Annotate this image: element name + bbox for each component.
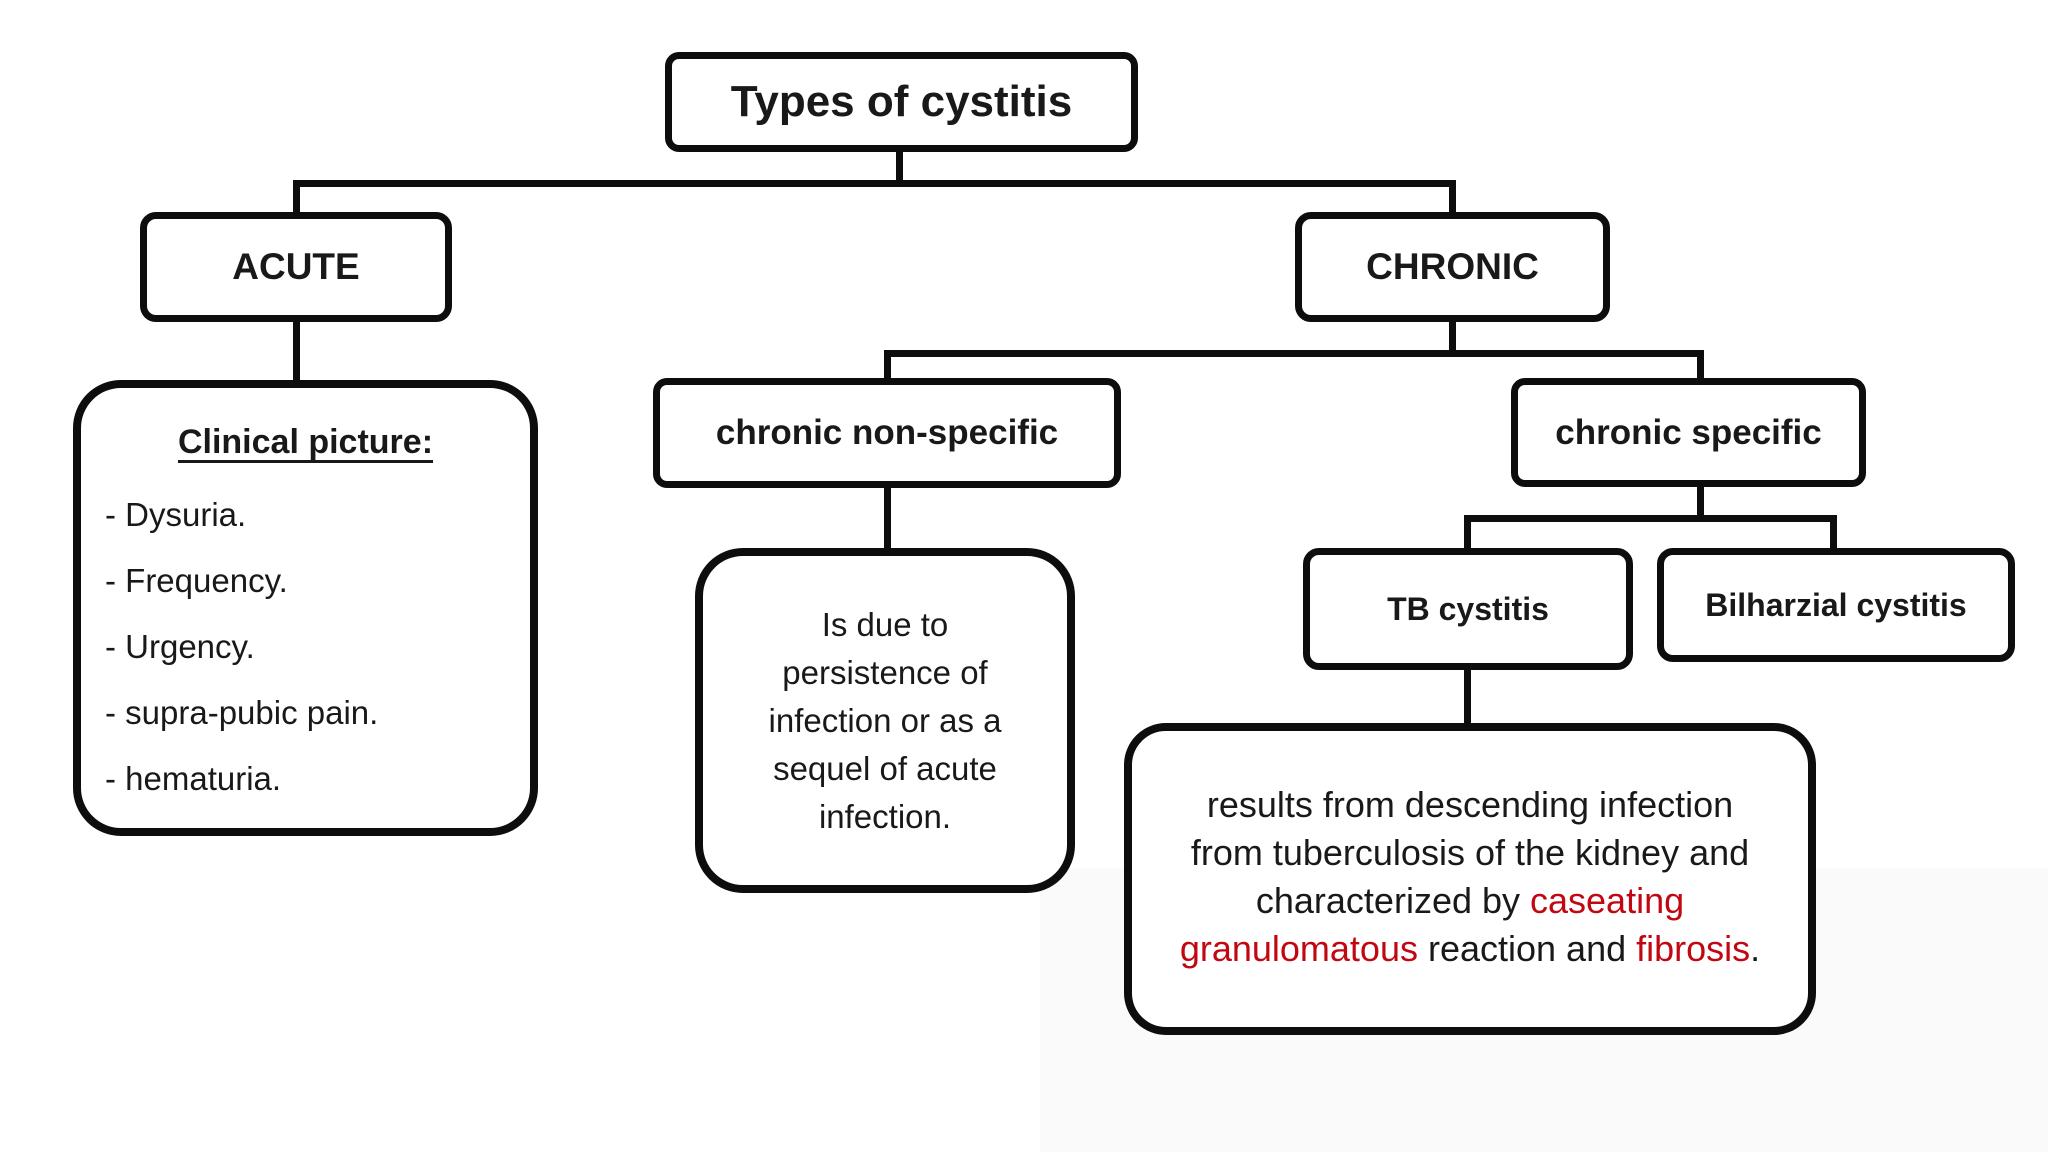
node-bilharzial-cystitis: Bilharzial cystitis [1657,548,2015,662]
connector-tb-in [1464,515,1471,552]
connector-acute-to-clinical [293,318,300,384]
node-tb-cystitis: TB cystitis [1303,548,1633,670]
connector-title-down [896,148,903,186]
connector-chronic-in [1449,180,1456,216]
connector-specific-horizontal [1464,515,1837,522]
connector-nonspecific-to-note [884,483,891,552]
node-chronic-non-specific: chronic non-specific [653,378,1121,488]
clinical-picture-heading: Clinical picture: [177,423,434,461]
connector-acute-in [293,180,300,216]
connector-specific-down [1697,483,1704,522]
connector-top-horizontal [293,180,1456,187]
connector-nonspecific-in [884,350,891,382]
connector-bilharzial-in [1830,515,1837,552]
clinical-picture-list: - Dysuria. - Frequency. - Urgency. - sup… [105,496,379,797]
connector-tb-to-note [1464,666,1471,727]
node-title: Types of cystitis [665,52,1138,152]
connector-specific-in [1697,350,1704,382]
clinical-picture-box: Clinical picture: - Dysuria. - Frequency… [73,380,538,836]
node-acute: ACUTE [140,212,452,322]
node-chronic-specific: chronic specific [1511,378,1866,487]
node-chronic: CHRONIC [1295,212,1610,322]
connector-chronic-horizontal [884,350,1704,357]
chronic-non-specific-note: Is due to persistence of infection or as… [695,548,1075,893]
connector-chronic-down [1449,318,1456,356]
